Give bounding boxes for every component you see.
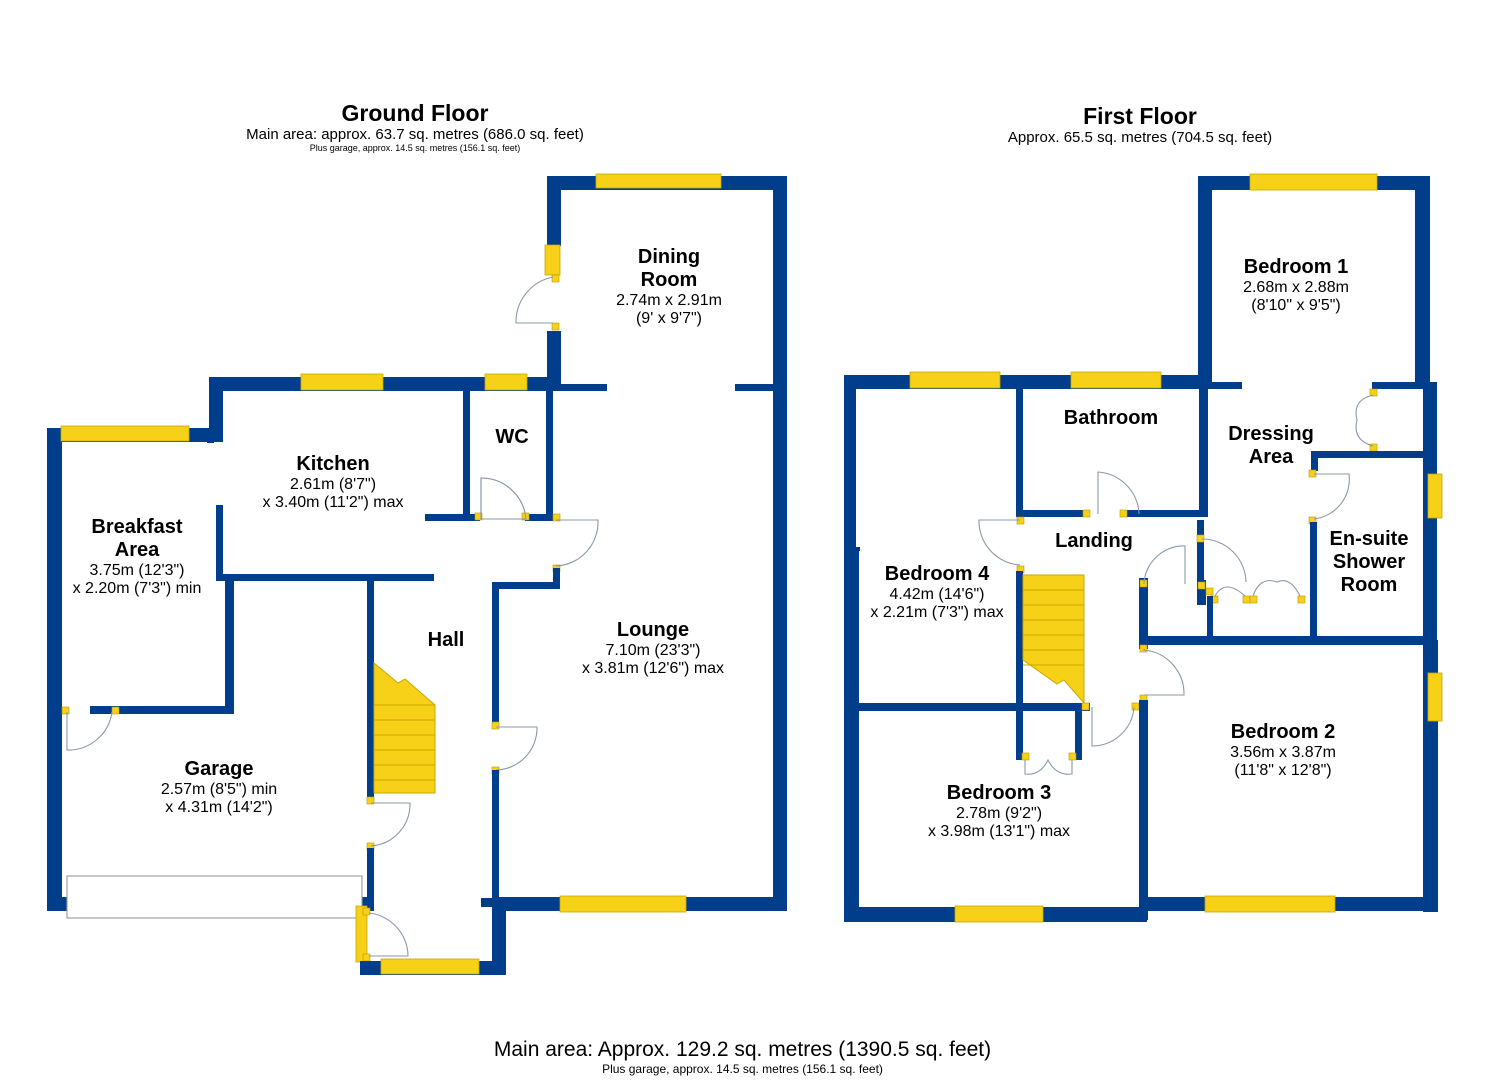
staircase	[373, 661, 436, 794]
window-bathroom	[1070, 371, 1162, 389]
window-bedroom3	[954, 905, 1044, 923]
room-dining-room: Dining Room 2.74m x 2.91m (9' x 9'7")	[616, 246, 722, 327]
room-breakfast-area: Breakfast Area 3.75m (12'3") x 2.20m (7'…	[72, 516, 202, 597]
room-kitchen: Kitchen 2.61m (8'7") x 3.40m (11'2") max	[262, 453, 404, 511]
window-breakfast	[60, 425, 190, 442]
window-wc	[484, 373, 528, 391]
ground-floor-title: Ground Floor	[341, 100, 489, 126]
window-bedroom4	[909, 371, 1001, 389]
window-bedroom2-side	[1427, 672, 1443, 722]
room-en-suite-shower-room: En-suite Shower Room	[1329, 528, 1409, 596]
room-bedroom-1: Bedroom 1 2.68m x 2.88m (8'10" x 9'5")	[1243, 256, 1349, 314]
first-floor-area: Approx. 65.5 sq. metres (704.5 sq. feet)	[1007, 129, 1273, 146]
room-landing: Landing	[1055, 530, 1133, 552]
window-kitchen	[300, 373, 384, 391]
window-bedroom1	[1249, 173, 1378, 191]
ground-floor-plan	[47, 173, 787, 975]
ground-floor-area: Main area: approx. 63.7 sq. metres (686.…	[246, 126, 584, 143]
ground-floor-header: Ground Floor Main area: approx. 63.7 sq.…	[200, 100, 630, 154]
footer: Main area: Approx. 129.2 sq. metres (139…	[0, 1038, 1485, 1076]
footer-garage-area: Plus garage, approx. 14.5 sq. metres (15…	[602, 1062, 883, 1076]
staircase-first	[1022, 574, 1085, 705]
first-floor-header: First Floor Approx. 65.5 sq. metres (704…	[960, 103, 1320, 146]
room-wc: WC	[495, 426, 529, 448]
room-bedroom-2: Bedroom 2 3.56m x 3.87m (11'8" x 12'8")	[1230, 721, 1336, 779]
room-bedroom-4: Bedroom 4 4.42m (14'6") x 2.21m (7'3") m…	[870, 563, 1004, 621]
footer-main-area: Main area: Approx. 129.2 sq. metres (139…	[493, 1038, 992, 1061]
ground-floor-garage-area: Plus garage, approx. 14.5 sq. metres (15…	[309, 143, 521, 153]
door-dining	[515, 276, 554, 324]
room-garage: Garage 2.57m (8'5") min x 4.31m (14'2")	[160, 758, 278, 816]
first-floor-title: First Floor	[1083, 103, 1197, 129]
window-ensuite	[1427, 473, 1443, 519]
room-dressing-area: Dressing Area	[1228, 423, 1314, 468]
window-dining-side	[544, 244, 561, 276]
window-dining-top	[595, 173, 722, 189]
room-bathroom: Bathroom	[1063, 407, 1159, 429]
room-hall: Hall	[427, 629, 465, 651]
room-lounge: Lounge 7.10m (23'3") x 3.81m (12'6") max	[581, 619, 725, 677]
window-lounge	[559, 895, 687, 913]
window-front-door	[380, 958, 480, 975]
room-bedroom-3: Bedroom 3 2.78m (9'2") x 3.98m (13'1") m…	[927, 782, 1071, 840]
garage-door	[66, 875, 363, 919]
window-bedroom2	[1204, 895, 1336, 913]
first-floor-plan	[844, 173, 1443, 923]
